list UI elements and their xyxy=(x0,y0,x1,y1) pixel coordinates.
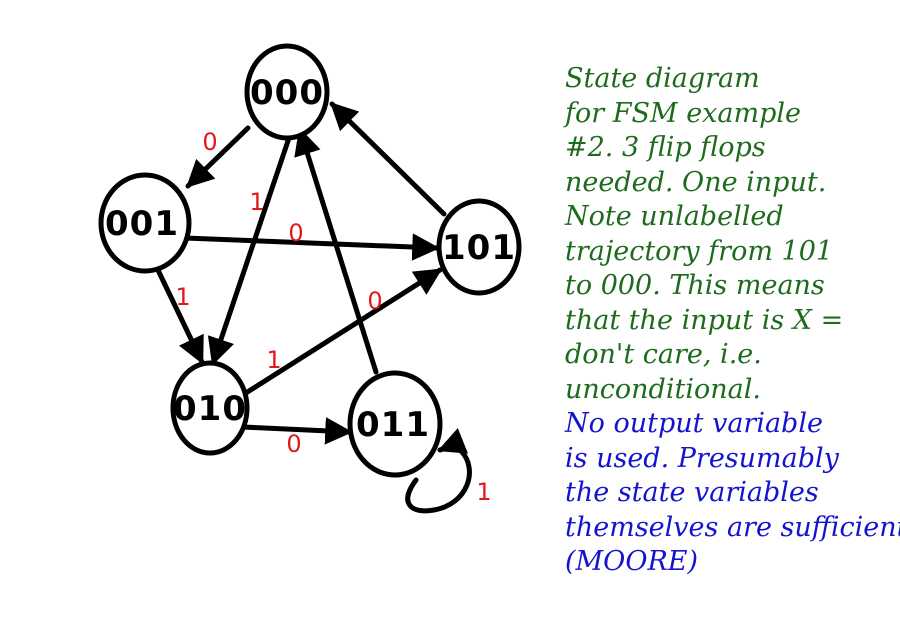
state-011: 011 xyxy=(347,370,443,478)
label-000-to-010: 1 xyxy=(249,188,264,216)
note-line: don't care, i.e. xyxy=(565,339,762,370)
label-011-to-101: 0 xyxy=(367,287,382,315)
edge-010-to-101 xyxy=(235,267,443,401)
state-000-label: 000 xyxy=(250,73,324,113)
label-011-self-loop: 1 xyxy=(476,478,491,506)
label-001-to-010: 1 xyxy=(175,283,190,311)
state-010: 010 xyxy=(170,360,250,456)
edge-000-to-010 xyxy=(207,135,292,366)
state-011-label: 011 xyxy=(356,405,430,445)
edge-011-to-000 xyxy=(294,127,379,375)
note-line: for FSM example xyxy=(565,97,801,129)
note-line: that the input is X = xyxy=(565,304,844,336)
note-line: No output variable xyxy=(565,408,823,439)
state-000: 000 xyxy=(244,43,330,141)
note-line: #2. 3 flip flops xyxy=(565,132,766,163)
edge-010-to-011 xyxy=(240,417,353,445)
notes-green: State diagram for FSM example #2. 3 flip… xyxy=(565,62,898,407)
state-101-label: 101 xyxy=(442,228,516,268)
edge-101-to-000 xyxy=(329,101,447,217)
state-diagram: 000 001 101 010 011 0 1 0 1 1 0 0 1 xyxy=(98,43,522,514)
label-010-to-101: 1 xyxy=(266,346,281,374)
label-010-to-011: 0 xyxy=(286,430,301,458)
note-line: the state variables xyxy=(565,477,819,508)
notes-block: State diagram for FSM example #2. 3 flip… xyxy=(565,62,900,580)
note-line: themselves are sufficient xyxy=(565,511,900,543)
state-010-label: 010 xyxy=(173,389,247,429)
edge-011-self-loop xyxy=(405,428,472,514)
note-line: unconditional. xyxy=(565,373,761,405)
transition-labels: 0 1 0 1 1 0 0 1 xyxy=(175,128,491,506)
state-001: 001 xyxy=(98,172,192,274)
label-000-to-001: 0 xyxy=(202,128,217,156)
note-line: (MOORE) xyxy=(565,546,699,577)
edge-000-to-001 xyxy=(185,125,251,189)
label-001-to-101: 0 xyxy=(288,219,303,247)
notes-blue: No output variable is used. Presumably t… xyxy=(565,407,900,580)
note-line: to 000. This means xyxy=(565,270,825,301)
note-line: Note unlabelled xyxy=(565,201,784,232)
state-101: 101 xyxy=(436,198,522,296)
note-line: trajectory from 101 xyxy=(565,235,834,267)
state-001-label: 001 xyxy=(105,204,179,244)
transitions xyxy=(154,101,472,514)
note-line: State diagram xyxy=(565,63,760,94)
note-line: is used. Presumably xyxy=(565,442,839,474)
edge-001-to-010 xyxy=(154,265,205,365)
edge-001-to-101 xyxy=(182,233,440,261)
note-line: needed. One input. xyxy=(565,166,827,198)
